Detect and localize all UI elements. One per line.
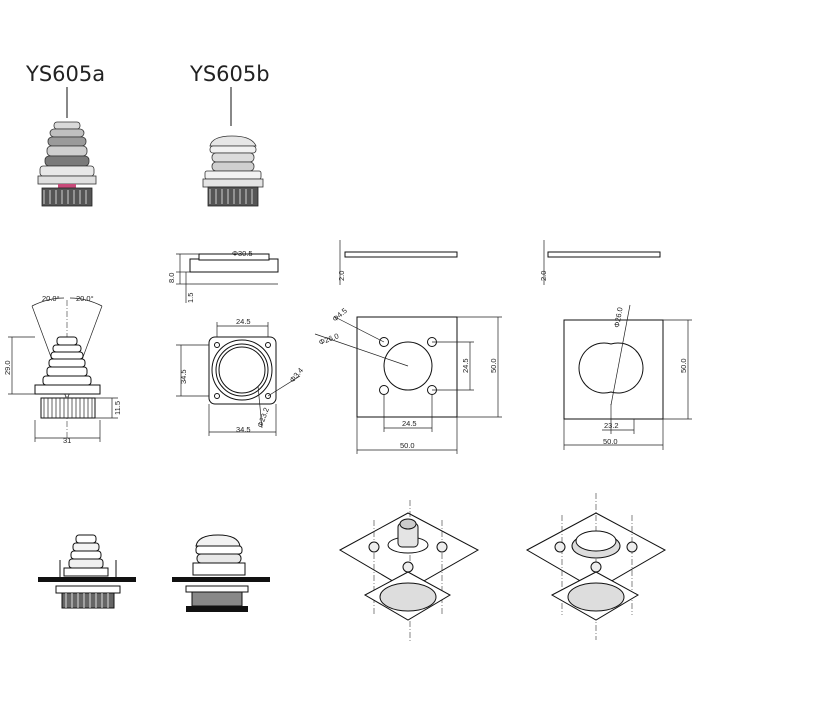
dim-gasket-flange: 1.5 — [186, 293, 195, 303]
dim-base-height: 11.5 — [113, 401, 122, 415]
panel-a-drawing — [314, 240, 502, 454]
dim-panel-a-spacing-x: 24.5 — [402, 419, 417, 428]
dim-panel-a-thickness: 2.0 — [337, 271, 346, 281]
dim-panel-a-size-x: 50.0 — [400, 441, 415, 450]
dim-base-width: 31 — [63, 436, 71, 445]
dim-flange-hole: Φ3.4 — [288, 366, 305, 384]
dim-gasket-dia: Φ30.5 — [232, 249, 253, 258]
dim-flange-bore: Φ23.2 — [255, 406, 271, 428]
dim-panel-a-size-y: 50.0 — [489, 358, 498, 373]
dim-side-height: 29.0 — [3, 360, 12, 375]
ys605a-product-image — [37, 121, 97, 207]
dim-flange-width: 34.5 — [236, 425, 251, 434]
model-label-b: YS605b — [189, 62, 270, 86]
side-view-drawing — [8, 297, 118, 442]
dim-flange-spacing: 24.5 — [236, 317, 251, 326]
dim-panel-a-spacing-y: 24.5 — [461, 358, 470, 373]
ys605a-mounted-side — [38, 534, 136, 609]
gasket-section-drawing — [176, 253, 279, 303]
flange-top-view-drawing — [176, 322, 301, 436]
model-label-a: YS605a — [25, 62, 105, 86]
dim-panel-b-size-x: 50.0 — [603, 437, 618, 446]
dim-gasket-total: 8.0 — [167, 273, 176, 283]
ys605b-product-image — [202, 135, 264, 207]
dim-panel-b-size-y: 50.0 — [679, 358, 688, 373]
dim-panel-b-offset: 23.2 — [604, 421, 619, 430]
dim-flange-side: 34.5 — [179, 369, 188, 384]
dim-panel-a-center: Φ26.0 — [318, 331, 340, 347]
dim-angle-left: 20.0° — [42, 294, 60, 303]
dim-angle-right: 20.0° — [76, 294, 94, 303]
panel-b-drawing — [543, 240, 692, 450]
panel-b-isometric-view — [525, 493, 667, 640]
dim-panel-b-center: Φ26.0 — [612, 307, 624, 329]
dim-panel-a-hole: Φ4.5 — [331, 306, 349, 323]
ys605b-mounted-side — [172, 534, 270, 612]
dim-panel-b-thickness: 2.0 — [539, 271, 548, 281]
panel-a-isometric-view — [338, 500, 480, 642]
